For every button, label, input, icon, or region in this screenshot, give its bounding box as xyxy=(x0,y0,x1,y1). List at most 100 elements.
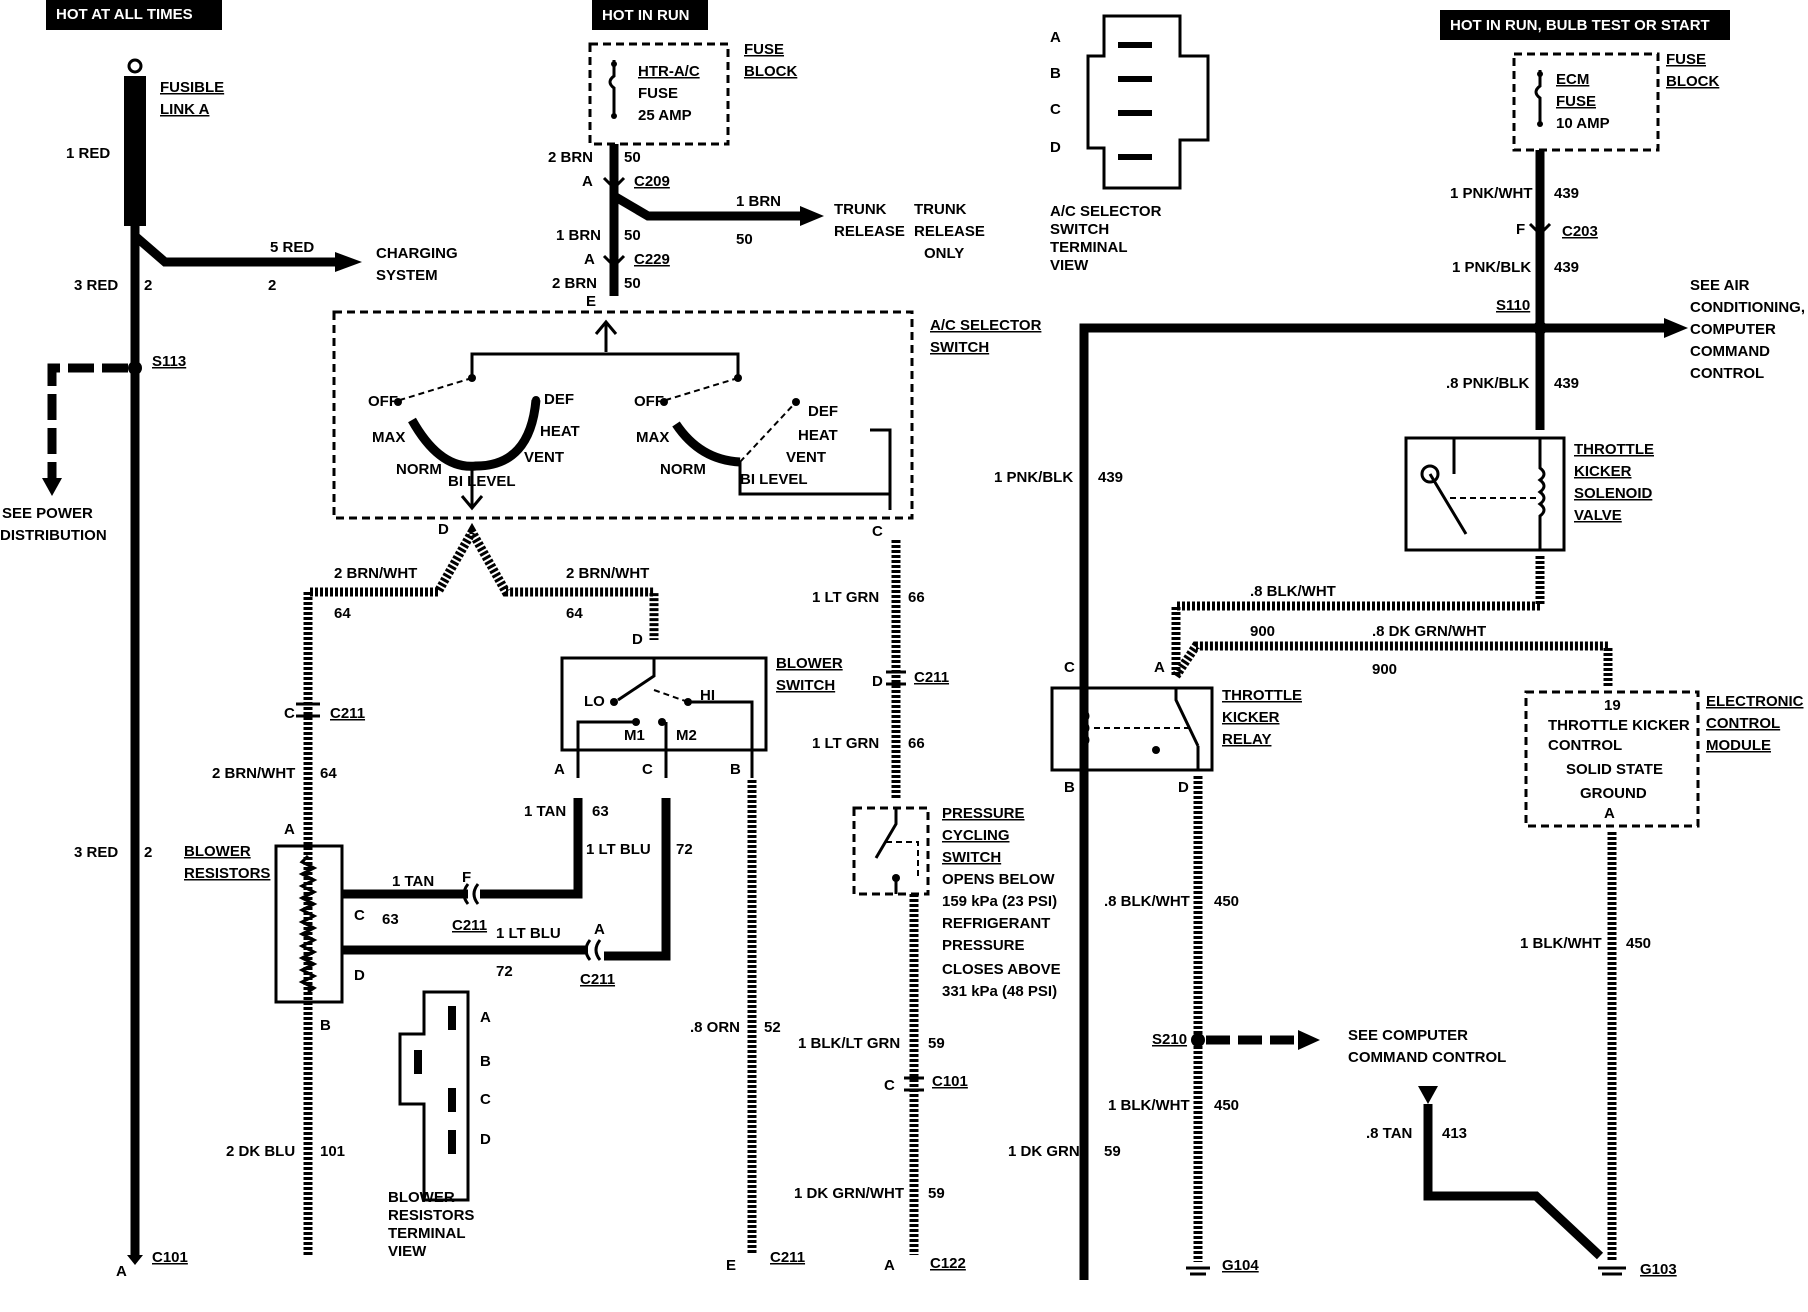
wire-blk-wht-solenoid xyxy=(1171,556,1545,676)
wire-ckt-66-top: 66 xyxy=(908,589,925,606)
terminal-a-c211-mid: A xyxy=(594,921,605,938)
wire-label-1-red: 1 RED xyxy=(66,145,110,162)
selector-left-off: OFF xyxy=(368,393,398,410)
selector-right-off: OFF xyxy=(634,393,664,410)
blower-switch-label-2: SWITCH xyxy=(776,677,835,694)
header-hot-in-run-bulb-text: HOT IN RUN, BULB TEST OR START xyxy=(1450,17,1710,34)
blower-switch-leads xyxy=(576,700,754,778)
wire-ckt-439-lower: 439 xyxy=(1554,375,1579,392)
ac-terminal-view-label-2: SWITCH xyxy=(1050,221,1109,238)
see-ac-label-5: CONTROL xyxy=(1690,365,1764,382)
wire-ckt-900-top: 900 xyxy=(1250,623,1275,640)
ac-terminal-housing xyxy=(1086,14,1210,190)
wire-label-2-brn-bottom: 2 BRN xyxy=(552,275,597,292)
blower-switch-label-1: BLOWER xyxy=(776,655,843,672)
selector-right-off-dot xyxy=(660,398,668,406)
terminal-f-c203: F xyxy=(1516,221,1525,238)
pressure-cycling-switch: PRESSURE CYCLING SWITCH OPENS BELOW 159 … xyxy=(852,805,1061,1000)
wire-pnk-blk-left xyxy=(1079,323,1540,1280)
ac-terminal-d: D xyxy=(1050,139,1061,156)
arrow-power-distribution xyxy=(42,478,62,496)
solenoid-label-2: KICKER xyxy=(1574,463,1632,480)
ac-terminal-a: A xyxy=(1050,29,1061,46)
selector-right-wiper xyxy=(665,377,739,401)
wire-red-charging xyxy=(132,232,335,267)
wire-ckt-64-left: 64 xyxy=(334,605,351,622)
see-ac-label-4: COMMAND xyxy=(1690,343,1770,360)
ecm-fuse-block-label-1: FUSE xyxy=(1666,51,1706,68)
ac-selector-label-2: SWITCH xyxy=(930,339,989,356)
wire-label-8-orn: .8 ORN xyxy=(690,1019,740,1036)
terminal-c-c101: C xyxy=(884,1077,895,1094)
connector-c229-symbol xyxy=(602,254,626,269)
connector-c211-e: C211 xyxy=(770,1249,805,1266)
wire-label-dk-grn-wht-1: 1 DK GRN/WHT xyxy=(794,1185,904,1202)
wire-label-2-brn-top: 2 BRN xyxy=(548,149,593,166)
blower-terminal-a-pin xyxy=(448,1006,456,1030)
ecm-fuse-block-label-2: BLOCK xyxy=(1666,73,1719,90)
selector-right-vent: VENT xyxy=(786,449,826,466)
pressure-note-6: 331 kPa (48 PSI) xyxy=(942,983,1057,1000)
blower-terminal-a: A xyxy=(480,1009,491,1026)
connector-c101-mid: C101 xyxy=(932,1073,968,1090)
wire-ckt-450-mid: 450 xyxy=(1214,1097,1239,1114)
blower-switch-box xyxy=(560,656,768,752)
ac-terminal-d-pin xyxy=(1118,154,1152,160)
connector-c229: C229 xyxy=(634,251,670,268)
fusible-link-top-terminal xyxy=(127,58,143,74)
pressure-switch-label-2: CYCLING xyxy=(942,827,1010,844)
connector-c211-d-symbol xyxy=(886,670,906,686)
terminal-a-blower: A xyxy=(554,761,565,778)
ac-selector-box xyxy=(332,310,914,520)
solenoid-label-1: THROTTLE xyxy=(1574,441,1654,458)
charging-system-label-1: CHARGING xyxy=(376,245,458,262)
blower-terminal-housing xyxy=(398,990,470,1202)
pressure-note-5: CLOSES ABOVE xyxy=(942,961,1061,978)
ac-terminal-view-label-1: A/C SELECTOR xyxy=(1050,203,1162,220)
ac-terminal-c: C xyxy=(1050,101,1061,118)
terminal-f-c211: F xyxy=(462,869,471,886)
wire-brn-wht xyxy=(303,522,659,1255)
blower-terminal-b: B xyxy=(480,1053,491,1070)
wire-lt-blu-switch xyxy=(604,798,671,961)
selector-left-def-dot xyxy=(532,396,540,404)
blower-dash-1 xyxy=(653,689,689,703)
selector-right-def-dot xyxy=(792,398,800,406)
see-computer-label-2: COMMAND CONTROL xyxy=(1348,1049,1506,1066)
connector-s210: S210 xyxy=(1152,1031,1187,1048)
blower-resistors-terminal-view: A B C D BLOWER RESISTORS TERMINAL VIEW xyxy=(388,990,491,1260)
terminal-a-c229: A xyxy=(584,251,595,268)
wire-ckt-72-resistor: 72 xyxy=(496,963,513,980)
wire-ckt-64-right: 64 xyxy=(566,605,583,622)
ac-terminal-b: B xyxy=(1050,65,1061,82)
pressure-switch-blade xyxy=(874,808,898,894)
relay-contact-blade xyxy=(1174,688,1200,770)
blower-terminal-view-label-3: TERMINAL xyxy=(388,1225,466,1242)
wire-label-3-red-top: 3 RED xyxy=(74,277,118,294)
wire-label-8-tan: .8 TAN xyxy=(1366,1125,1412,1142)
ac-terminal-b-pin xyxy=(1118,76,1152,82)
terminal-c-resistors: C xyxy=(354,907,365,924)
htr-fuse-element xyxy=(608,60,616,118)
wire-ckt-64-lower: 64 xyxy=(320,765,337,782)
wire-ckt-439-mid: 439 xyxy=(1554,259,1579,276)
blower-resistors-label-1: BLOWER xyxy=(184,843,251,860)
solenoid-label-3: SOLENOID xyxy=(1574,485,1653,502)
see-ac-label-3: COMPUTER xyxy=(1690,321,1776,338)
blower-lo-contact xyxy=(610,698,618,706)
splice-s210 xyxy=(1191,1033,1205,1047)
blower-terminal-c-pin xyxy=(448,1088,456,1112)
connector-c211-d: C211 xyxy=(914,669,949,686)
wire-label-pnk-blk-upper: 1 PNK/BLK xyxy=(1452,259,1531,276)
terminal-b-blower: B xyxy=(730,761,741,778)
ecm-inner-2: CONTROL xyxy=(1548,737,1622,754)
wire-ckt-101: 101 xyxy=(320,1143,345,1160)
connector-g104: G104 xyxy=(1222,1257,1259,1274)
htr-fuse-label-1: HTR-A/C xyxy=(638,63,700,80)
pressure-switch-contact xyxy=(892,874,900,882)
solenoid-coil xyxy=(1537,438,1546,550)
ecm-inner-3: SOLID STATE xyxy=(1566,761,1663,778)
wire-label-1-brn: 1 BRN xyxy=(556,227,601,244)
terminal-b-resistors: B xyxy=(320,1017,331,1034)
wire-label-5-red: 5 RED xyxy=(270,239,314,256)
